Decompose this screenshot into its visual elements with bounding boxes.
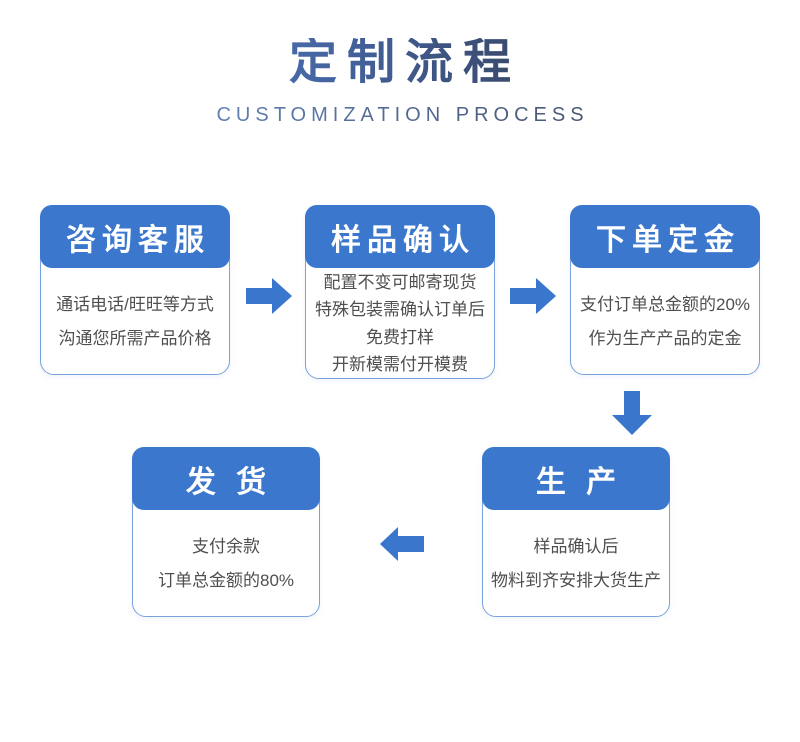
step-desc-production: 样品确认后 物料到齐安排大货生产 [491,537,661,590]
step-title-production: 生 产 [482,447,670,510]
step-desc-deposit: 支付订单总金额的20% 作为生产产品的定金 [579,295,751,348]
arrow-down-icon [612,391,652,435]
page-subtitle: CUSTOMIZATION PROCESS [0,104,800,127]
arrow-left-icon [380,527,424,561]
step-desc-consult: 通话电话/旺旺等方式 沟通您所需产品价格 [56,295,214,348]
page-title: 定制流程 [0,37,800,88]
step-card-production: 生 产 样品确认后 物料到齐安排大货生产 [482,447,670,617]
step-card-deposit: 下单定金 支付订单总金额的20% 作为生产产品的定金 [570,205,760,375]
step-desc-shipping: 支付余款 订单总金额的80% [157,537,295,590]
step-title-deposit: 下单定金 [570,205,760,268]
step-desc-sample: 配置不变可邮寄现货 特殊包装需确认订单后 免费打样 开新模需付开模费 [315,273,485,374]
step-title-shipping: 发 货 [132,447,320,510]
arrow-right-icon [246,278,292,314]
arrow-right-icon [510,278,556,314]
step-title-sample: 样品确认 [305,205,495,268]
step-card-shipping: 发 货 支付余款 订单总金额的80% [132,447,320,617]
step-title-consult: 咨询客服 [40,205,230,268]
step-card-sample: 样品确认 配置不变可邮寄现货 特殊包装需确认订单后 免费打样 开新模需付开模费 [305,205,495,379]
section-heading: 定制流程 CUSTOMIZATION PROCESS [0,37,800,127]
step-card-consult: 咨询客服 通话电话/旺旺等方式 沟通您所需产品价格 [40,205,230,375]
